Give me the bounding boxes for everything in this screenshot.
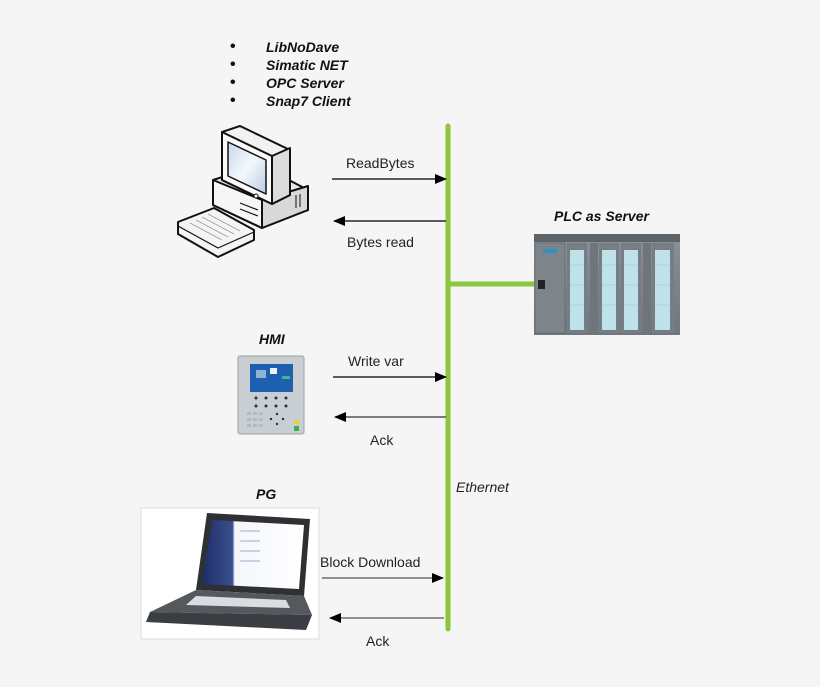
client-method-item: Simatic NET (230, 56, 351, 74)
ethernet-label: Ethernet (456, 479, 509, 495)
client-method-item: OPC Server (230, 74, 351, 92)
hmi-request-label: Write var (348, 353, 404, 369)
hmi-panel-icon (237, 355, 305, 435)
client-method-item: LibNoDave (230, 38, 351, 56)
client-method-item: Snap7 Client (230, 92, 351, 110)
pg-title: PG (256, 486, 277, 502)
desktop-computer-icon (177, 125, 309, 258)
ethernet-bus (445, 123, 535, 632)
hmi-title: HMI (259, 331, 285, 347)
laptop-icon (140, 507, 320, 640)
pg-response-label: Ack (366, 633, 390, 649)
pc-request-label: ReadBytes (346, 155, 415, 171)
pc-response-label: Bytes read (347, 234, 414, 250)
hmi-response-label: Ack (370, 432, 394, 448)
pg-request-label: Block Download (320, 554, 421, 570)
client-methods-list: LibNoDave Simatic NET OPC Server Snap7 C… (230, 38, 351, 110)
plc-rack-icon (534, 234, 680, 335)
plc-title: PLC as Server (554, 208, 649, 224)
